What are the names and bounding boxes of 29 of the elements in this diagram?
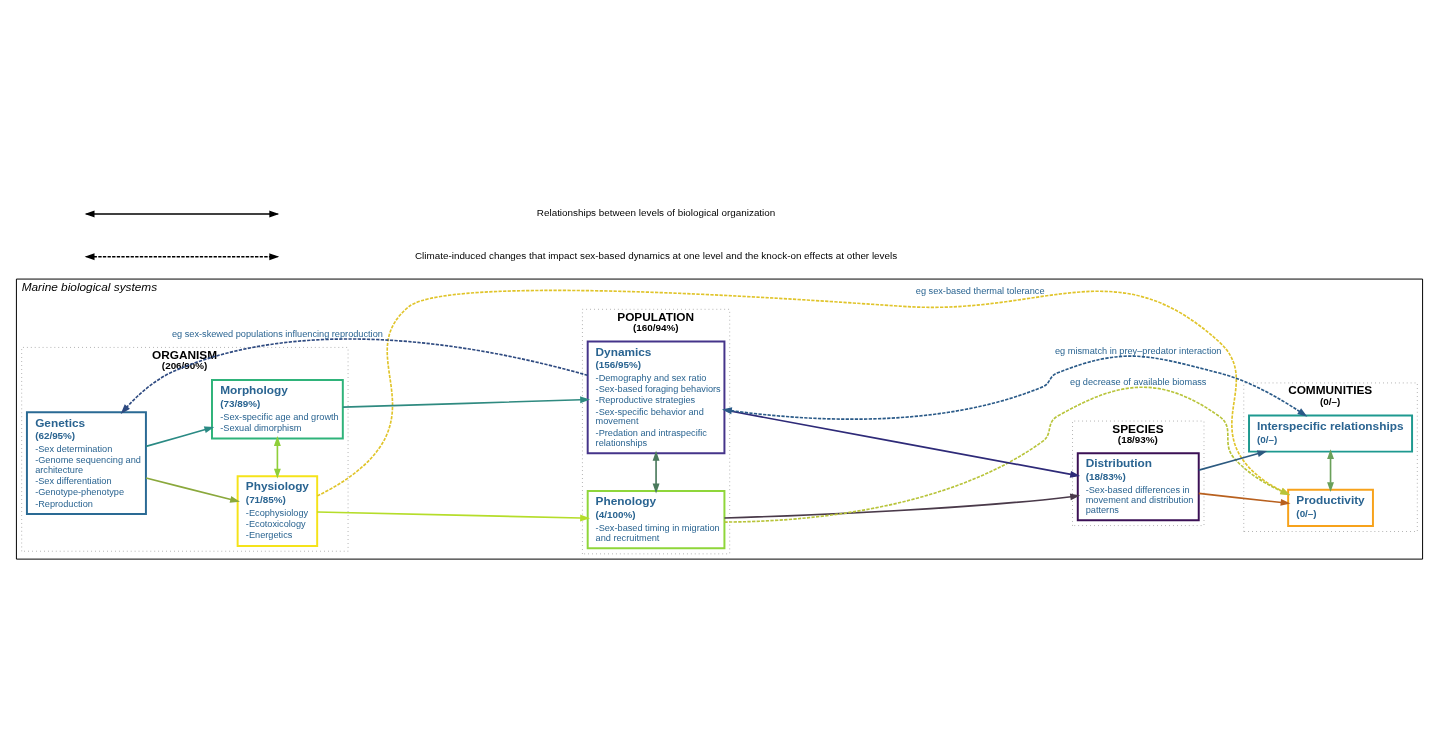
arrow [1327, 449, 1334, 493]
arrow [342, 396, 591, 408]
node-box: Dynamics (156/95%) -Demography and sex ratio -Sex-based foraging behaviors -Reproductive strategies -Sex-specific behavior and movement -Predation and intraspecific relationships [586, 340, 726, 455]
node-box: Productivity (0/–) [1287, 488, 1374, 527]
edge-label: eg sex-based thermal tolerance [915, 286, 1045, 297]
node-box: Morphology (73/89%) -Sex-specific age and growth -Sexual dimorphism [211, 379, 344, 440]
node-box: Phenology (4/100%) -Sex-based timing in migration and recruitment [586, 490, 726, 550]
arrow [316, 511, 591, 522]
arrow [723, 409, 1081, 478]
edge-label: eg mismatch in prey–predator interaction [1055, 346, 1222, 357]
arrow [723, 386, 1291, 523]
arrow [722, 355, 1308, 420]
arrow [723, 493, 1081, 519]
edge-label: eg decrease of available biomass [1070, 377, 1207, 388]
arrow [145, 426, 215, 448]
arrow [1198, 492, 1291, 506]
arrow [316, 289, 1291, 497]
legend-label: Relationships between levels of biological organization [536, 207, 776, 219]
arrow [1198, 450, 1268, 471]
node-box: Interspecific relationships (0/–) [1248, 414, 1414, 453]
arrow [652, 450, 660, 494]
arrow [120, 338, 589, 414]
node-box: Distribution (18/83%) -Sex-based differences in movement and distribution patterns [1076, 452, 1200, 522]
edge-label: eg sex-skewed populations influencing reproduction [171, 329, 383, 340]
legend-label: Climate-induced changes that impact sex-based dynamics at one level and the knock-on effects at other levels [415, 250, 898, 262]
arrow [273, 436, 281, 479]
arrow [145, 477, 240, 503]
node-box: Genetics (62/95%) -Sex determination -Genome sequencing and architecture -Sex differentiation -Genotype-phenotype -Reproduction [25, 411, 147, 516]
node-box: Physiology (71/85%) -Ecophysiology -Ecotoxicology -Energetics [236, 475, 319, 547]
